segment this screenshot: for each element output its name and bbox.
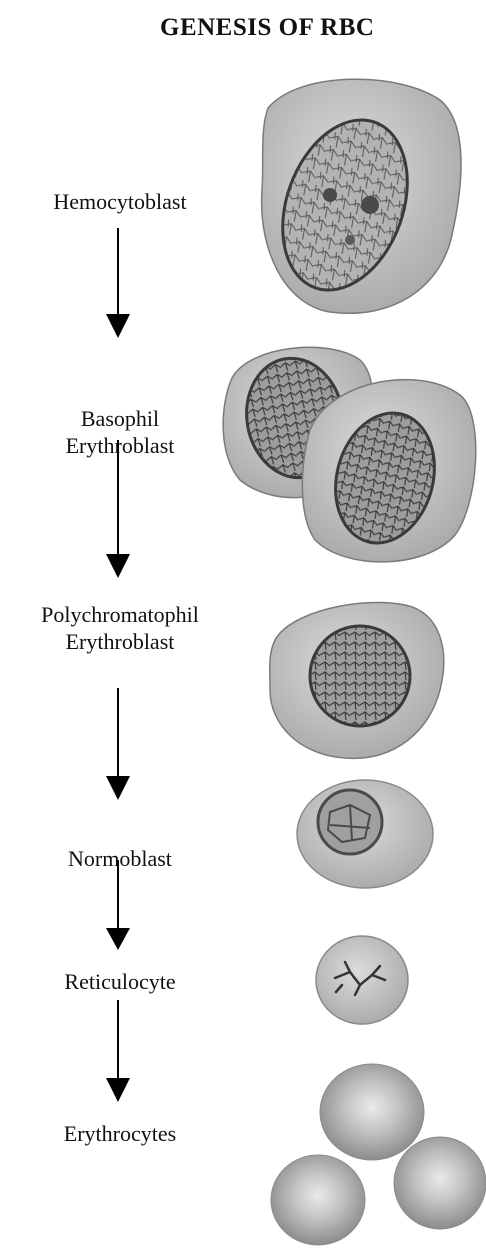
arrow-5 (106, 1000, 130, 1102)
reticulocyte-cell (316, 936, 408, 1024)
hemocytoblast-cell (260, 79, 461, 313)
arrow-3 (106, 688, 130, 800)
erythrocyte-cells (271, 1064, 486, 1245)
polychromatophil-erythroblast-cell (270, 602, 444, 758)
arrow-2 (106, 440, 130, 578)
basophil-erythroblast-cells (223, 347, 476, 562)
arrow-1 (106, 228, 130, 338)
arrow-4 (106, 860, 130, 950)
normoblast-cell (297, 780, 433, 888)
